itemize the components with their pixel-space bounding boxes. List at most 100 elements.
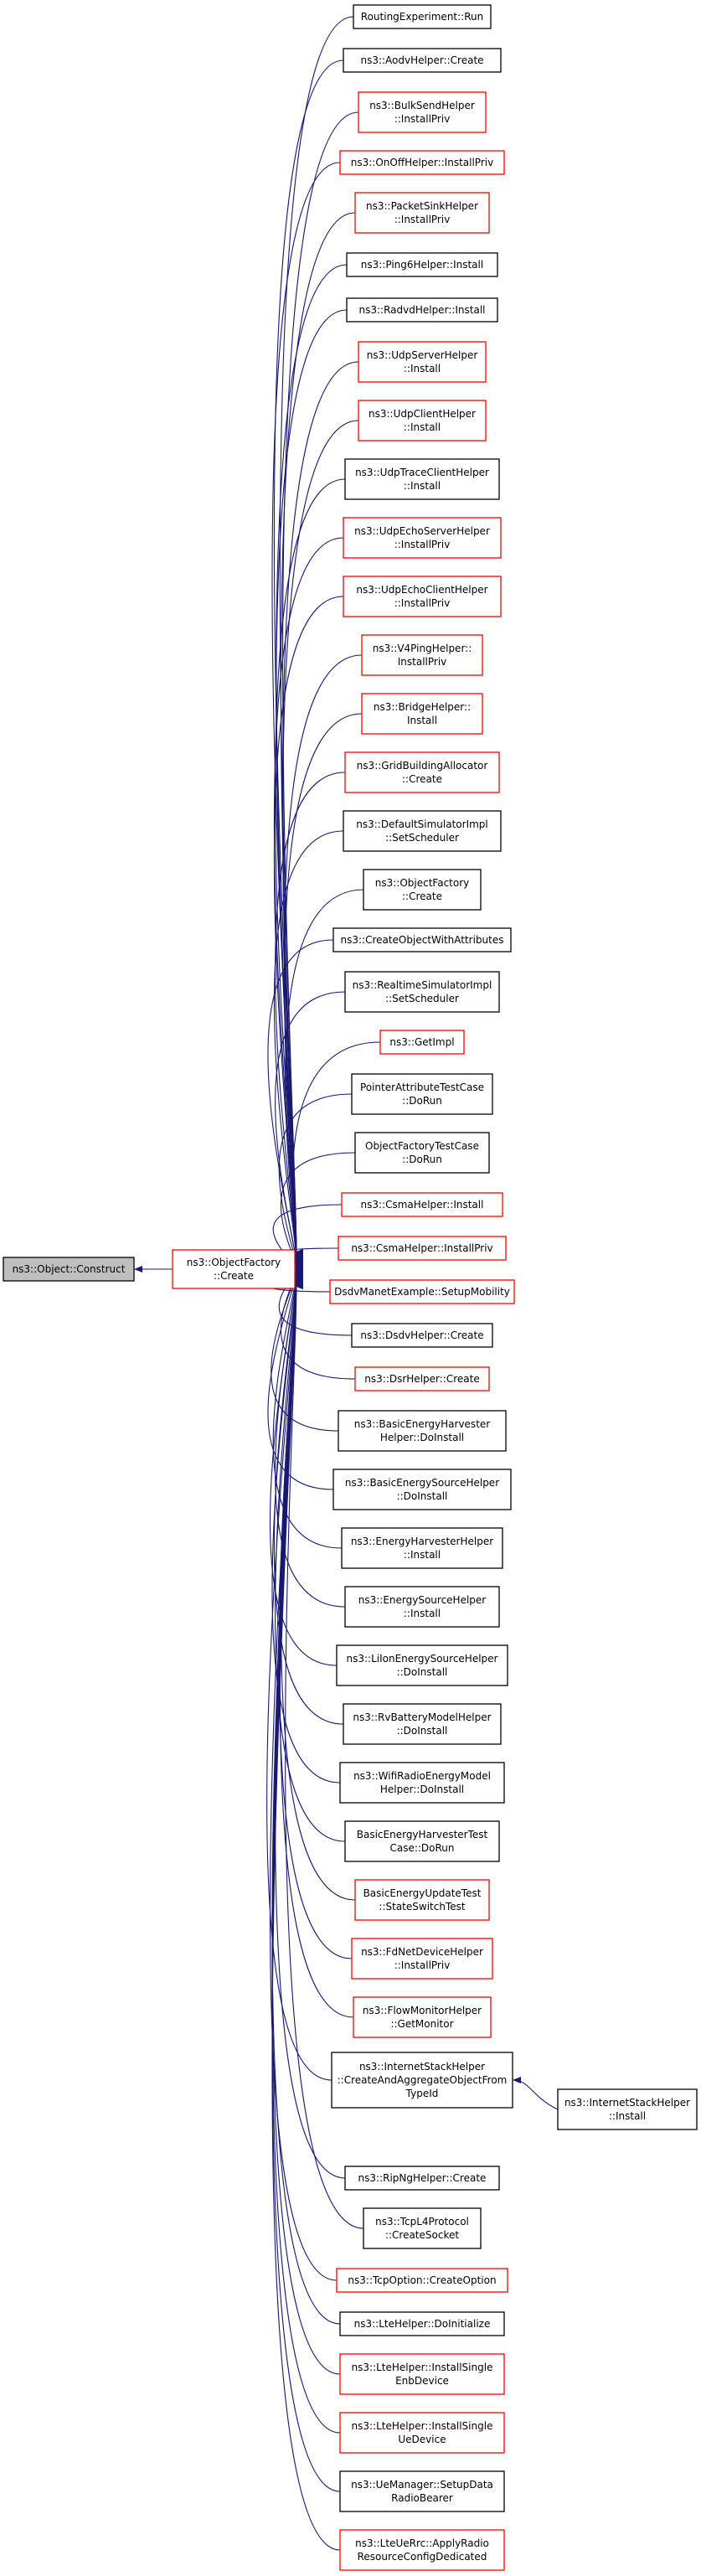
node-caller-19[interactable]: ns3::GetImpl <box>379 1030 465 1055</box>
edge-caller-36 <box>278 1280 353 1959</box>
node-caller-2[interactable]: ns3::BulkSendHelper::InstallPriv <box>358 91 487 133</box>
edge-caller-30 <box>275 1273 346 1608</box>
node-caller-4-label: ::InstallPriv <box>394 214 451 225</box>
node-caller-16-label: ns3::ObjectFactory <box>375 877 470 889</box>
node-caller-12-label: InstallPriv <box>398 656 447 668</box>
node-caller-30-label: ns3::EnergySourceHelper <box>358 1594 487 1606</box>
node-caller-33-label: ns3::WifiRadioEnergyModel <box>353 1770 491 1782</box>
node-caller-8-box <box>358 400 487 441</box>
node-caller-27-label: Helper::DoInstall <box>380 1432 464 1443</box>
node-caller-36[interactable]: ns3::FdNetDeviceHelper::InstallPriv <box>351 1938 493 1980</box>
node-caller-38-label: TypeId <box>405 2088 439 2099</box>
node-caller-20-label: ::DoRun <box>402 1095 442 1107</box>
node-caller-20-box <box>351 1073 493 1115</box>
node-caller-13-label: ns3::BridgeHelper:: <box>374 701 471 713</box>
node-caller-11-box <box>343 576 502 617</box>
node-caller-29-label: ns3::EnergyHarvesterHelper <box>351 1536 493 1547</box>
node-caller-6[interactable]: ns3::RadvdHelper::Install <box>346 297 498 323</box>
node-caller-9-box <box>344 458 500 500</box>
node-caller-22[interactable]: ns3::CsmaHelper::Install <box>341 1192 503 1217</box>
node-caller-4[interactable]: ns3::PacketSinkHelper::InstallPriv <box>354 192 490 234</box>
node-caller-25-box <box>351 1323 493 1348</box>
node-caller-44-label: ns3::LteHelper::InstallSingle <box>352 2420 493 2432</box>
node-caller-6-box <box>346 297 498 323</box>
node-root-label: ns3::Object::Construct <box>13 1263 126 1275</box>
node-caller-41[interactable]: ns3::TcpOption::CreateOption <box>336 2268 508 2293</box>
node-caller-31[interactable]: ns3::LiIonEnergySourceHelper::DoInstall <box>336 1644 508 1686</box>
node-caller-12-label: ns3::V4PingHelper:: <box>373 643 472 654</box>
node-caller-40-box <box>363 2207 482 2249</box>
node-caller-42[interactable]: ns3::LteHelper::DoInitialize <box>339 2311 505 2336</box>
node-caller-17[interactable]: ns3::CreateObjectWithAttributes <box>332 927 512 952</box>
node-caller-39-label: ns3::RipNgHelper::Create <box>358 2172 487 2184</box>
node-caller-46[interactable]: ns3::LteUeRrc::ApplyRadioResourceConfigD… <box>339 2529 505 2571</box>
node-caller-33-box <box>339 1762 505 1804</box>
node-caller-35-label: ::StateSwitchTest <box>379 1901 465 1913</box>
node-caller-39-box <box>344 2166 500 2191</box>
node-caller-8-label: ns3::UdpClientHelper <box>369 408 476 420</box>
node-caller-9[interactable]: ns3::UdpTraceClientHelper::Install <box>344 458 500 500</box>
edge-caller-46 <box>271 1283 341 2551</box>
node-caller-16[interactable]: ns3::ObjectFactory::Create <box>363 869 482 911</box>
node-objectfactory-create-center-label: ns3::ObjectFactory <box>187 1257 281 1268</box>
node-caller-27[interactable]: ns3::BasicEnergyHarvesterHelper::DoInsta… <box>338 1410 507 1452</box>
node-caller-33[interactable]: ns3::WifiRadioEnergyModelHelper::DoInsta… <box>339 1762 505 1804</box>
node-caller-20[interactable]: PointerAttributeTestCase::DoRun <box>351 1073 493 1115</box>
node-caller-8[interactable]: ns3::UdpClientHelper::Install <box>358 400 487 441</box>
node-caller-43-box <box>339 2353 505 2395</box>
node-caller-38[interactable]: ns3::InternetStackHelper::CreateAndAggre… <box>331 2052 513 2109</box>
node-caller-23-label: ns3::CsmaHelper::InstallPriv <box>351 1242 492 1254</box>
node-caller-12[interactable]: ns3::V4PingHelper::InstallPriv <box>361 634 483 676</box>
node-caller-20-label: PointerAttributeTestCase <box>360 1082 484 1093</box>
node-caller-32[interactable]: ns3::RvBatteryModelHelper::DoInstall <box>343 1703 502 1745</box>
node-caller-3[interactable]: ns3::OnOffHelper::InstallPriv <box>339 150 505 175</box>
edge-extra-isa <box>513 2077 559 2110</box>
node-caller-25-label: ns3::DsdvHelper::Create <box>360 1329 483 1341</box>
node-caller-2-box <box>358 91 487 133</box>
node-caller-3-label: ns3::OnOffHelper::InstallPriv <box>351 157 493 168</box>
node-caller-7[interactable]: ns3::UdpServerHelper::Install <box>358 341 487 383</box>
node-caller-10[interactable]: ns3::UdpEchoServerHelper::InstallPriv <box>343 517 502 559</box>
node-objectfactory-create-center-box <box>172 1249 296 1289</box>
node-caller-25[interactable]: ns3::DsdvHelper::Create <box>351 1323 493 1348</box>
node-caller-24[interactable]: DsdvManetExample::SetupMobility <box>329 1279 515 1304</box>
node-root[interactable]: ns3::Object::Construct <box>3 1257 135 1282</box>
node-caller-15-label: ::SetScheduler <box>385 832 459 844</box>
node-caller-32-label: ns3::RvBatteryModelHelper <box>353 1711 491 1723</box>
node-caller-42-box <box>339 2311 505 2336</box>
node-caller-1[interactable]: ns3::AodvHelper::Create <box>343 48 502 73</box>
node-caller-37[interactable]: ns3::FlowMonitorHelper::GetMonitor <box>353 1996 492 2038</box>
node-caller-21[interactable]: ObjectFactoryTestCase::DoRun <box>354 1132 490 1174</box>
node-caller-23[interactable]: ns3::CsmaHelper::InstallPriv <box>338 1236 507 1261</box>
node-caller-39[interactable]: ns3::RipNgHelper::Create <box>344 2166 500 2191</box>
node-caller-36-box <box>351 1938 493 1980</box>
node-caller-30[interactable]: ns3::EnergySourceHelper::Install <box>344 1586 500 1628</box>
node-caller-18-box <box>344 971 500 1013</box>
node-caller-18[interactable]: ns3::RealtimeSimulatorImpl::SetScheduler <box>344 971 500 1013</box>
edge-caller-38 <box>266 1283 332 2081</box>
node-caller-35[interactable]: BasicEnergyUpdateTest::StateSwitchTest <box>354 1879 490 1921</box>
node-caller-15[interactable]: ns3::DefaultSimulatorImpl::SetScheduler <box>343 810 502 852</box>
node-caller-13[interactable]: ns3::BridgeHelper::Install <box>361 693 483 735</box>
node-caller-40[interactable]: ns3::TcpL4Protocol::CreateSocket <box>363 2207 482 2249</box>
node-caller-5-box <box>346 252 498 277</box>
node-caller-26[interactable]: ns3::DsrHelper::Create <box>354 1366 490 1391</box>
node-caller-21-box <box>354 1132 490 1174</box>
node-caller-14[interactable]: ns3::GridBuildingAllocator::Create <box>344 751 500 793</box>
node-caller-12-box <box>361 634 483 676</box>
node-caller-28[interactable]: ns3::BasicEnergySourceHelper::DoInstall <box>332 1469 512 1510</box>
edge-caller-2 <box>282 111 359 1255</box>
node-caller-0[interactable]: RoutingExperiment::Run <box>353 4 492 29</box>
node-caller-29[interactable]: ns3::EnergyHarvesterHelper::Install <box>341 1527 503 1569</box>
node-internetstackhelper-install[interactable]: ns3::InternetStackHelper::Install <box>557 2088 698 2130</box>
node-caller-11[interactable]: ns3::UdpEchoClientHelper::InstallPriv <box>343 576 502 617</box>
node-caller-26-label: ns3::DsrHelper::Create <box>364 1373 479 1385</box>
node-caller-35-label: BasicEnergyUpdateTest <box>363 1887 482 1899</box>
node-objectfactory-create-center[interactable]: ns3::ObjectFactory::Create <box>172 1249 296 1289</box>
node-caller-18-label: ns3::RealtimeSimulatorImpl <box>353 979 492 991</box>
node-caller-5[interactable]: ns3::Ping6Helper::Install <box>346 252 498 277</box>
